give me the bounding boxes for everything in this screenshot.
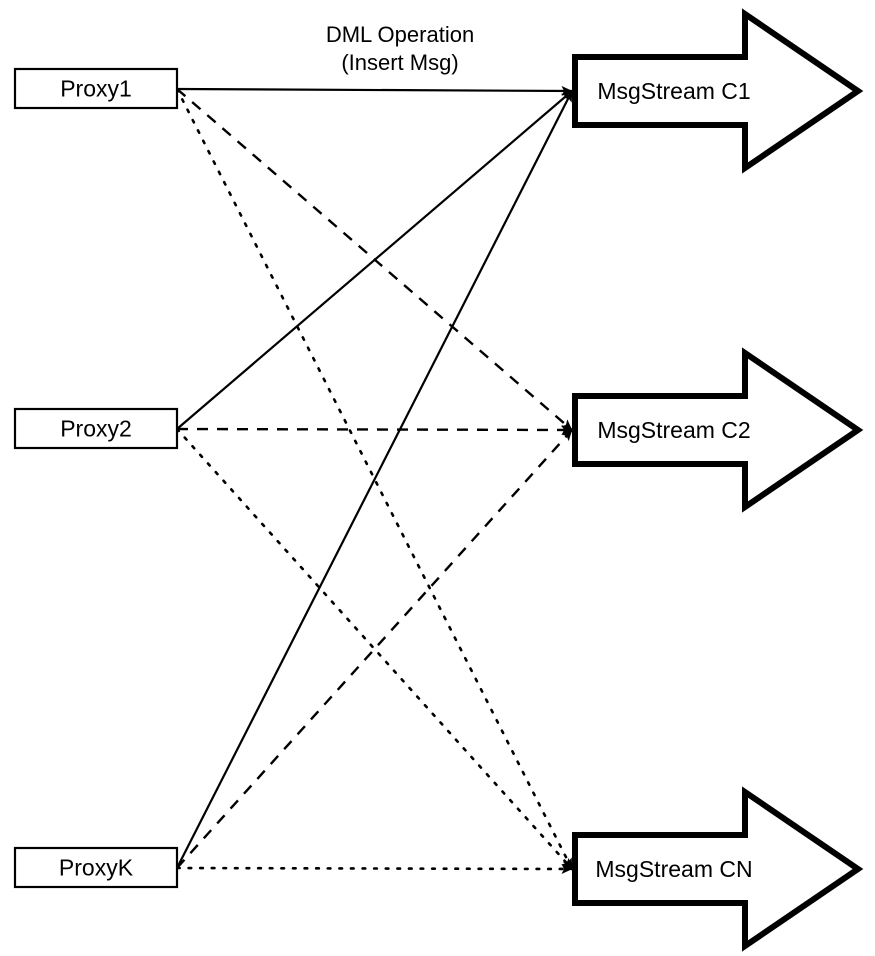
edge-proxyk-to-cn bbox=[175, 863, 574, 874]
annotation-line-2: (Insert Msg) bbox=[341, 50, 458, 75]
msgstream-arrow-shape bbox=[572, 786, 864, 952]
msgstream-arrow-shape bbox=[572, 8, 864, 174]
proxy-box-shape bbox=[13, 846, 179, 889]
edge-proxy2-to-c2 bbox=[176, 424, 573, 435]
msgstream-stream-c1[interactable]: MsgStream C1 bbox=[572, 8, 864, 174]
proxy-label: Proxy1 bbox=[60, 76, 132, 102]
msgstream-arrow-shape bbox=[572, 347, 864, 513]
proxy-node-proxyk[interactable]: ProxyK bbox=[13, 846, 179, 889]
proxy-label: Proxy2 bbox=[60, 416, 132, 442]
edge-proxy2-to-c1 bbox=[176, 90, 573, 430]
proxy-box-shape bbox=[13, 67, 179, 110]
proxy-label: ProxyK bbox=[59, 855, 134, 881]
edges-layer bbox=[175, 85, 574, 874]
edge-proxy1-to-c1 bbox=[176, 85, 573, 96]
msgstream-stream-cn[interactable]: MsgStream CN bbox=[572, 786, 864, 952]
msgstream-label: MsgStream C1 bbox=[597, 78, 750, 104]
proxy-node-proxy1[interactable]: Proxy1 bbox=[13, 67, 179, 110]
msgstream-label: MsgStream C2 bbox=[597, 417, 750, 443]
proxy-box-shape bbox=[13, 407, 179, 450]
annotations-layer: DML Operation (Insert Msg) bbox=[326, 22, 474, 75]
annotation-dml-op: DML Operation (Insert Msg) bbox=[326, 22, 474, 75]
msgstream-stream-c2[interactable]: MsgStream C2 bbox=[572, 347, 864, 513]
edge-proxyk-to-c1 bbox=[176, 90, 573, 869]
msgstream-label: MsgStream CN bbox=[595, 856, 752, 882]
proxy-node-proxy2[interactable]: Proxy2 bbox=[13, 407, 179, 450]
targets-layer: MsgStream C1 MsgStream C2 MsgStream CN bbox=[572, 8, 864, 952]
annotation-line-1: DML Operation bbox=[326, 22, 474, 47]
